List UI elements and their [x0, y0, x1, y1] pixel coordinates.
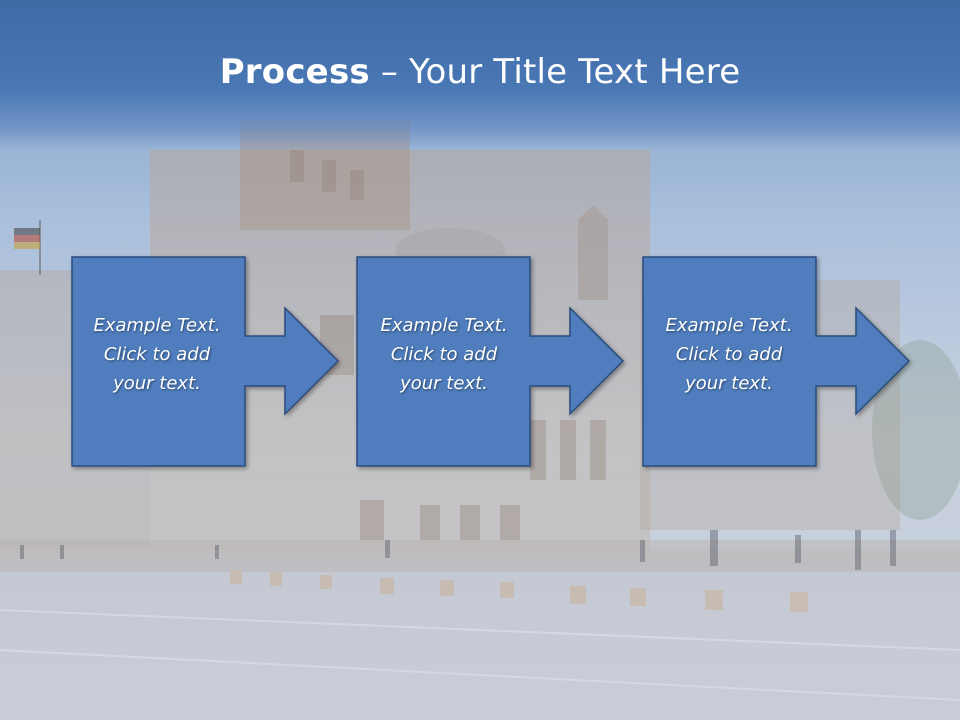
- title-band: [0, 0, 960, 150]
- step-line: Click to add: [675, 344, 783, 365]
- process-step-1[interactable]: [71, 256, 340, 467]
- step-line: Example Text.: [665, 315, 793, 336]
- title-bold: Process: [219, 52, 370, 92]
- step-line: your text.: [685, 373, 773, 394]
- process-step-2-text[interactable]: Example Text. Click to add your text.: [358, 311, 530, 398]
- process-step-1-text[interactable]: Example Text. Click to add your text.: [71, 311, 243, 398]
- process-step-3-text[interactable]: Example Text. Click to add your text.: [643, 311, 815, 398]
- step-line: Click to add: [390, 344, 498, 365]
- process-step-2[interactable]: [356, 256, 625, 467]
- step-line: your text.: [400, 373, 488, 394]
- process-step-3[interactable]: [642, 256, 911, 467]
- step-line: your text.: [113, 373, 201, 394]
- title-rest: – Your Title Text Here: [369, 52, 741, 92]
- step-line: Example Text.: [93, 315, 221, 336]
- step-line: Example Text.: [380, 315, 508, 336]
- step-line: Click to add: [103, 344, 211, 365]
- slide-title[interactable]: Process – Your Title Text Here: [0, 52, 960, 92]
